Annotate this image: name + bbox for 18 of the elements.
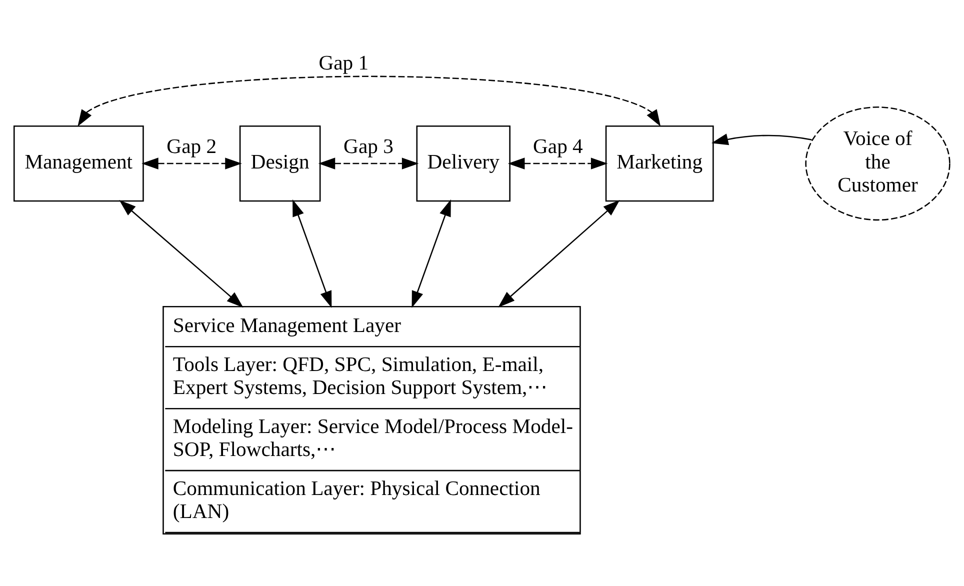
edge-label: Gap 1 [318, 52, 369, 74]
node-ellipse: Voice of the Customer [805, 106, 950, 220]
arrow [142, 157, 242, 169]
edge-label: Gap 3 [344, 135, 394, 158]
node-box: Management [13, 124, 144, 202]
edge-label: Gap 2 [166, 135, 217, 158]
arrow [412, 198, 451, 308]
arrow [508, 157, 608, 169]
arrow [292, 198, 332, 308]
arrow [711, 133, 812, 145]
edge-label: Gap 4 [532, 135, 583, 158]
arrow [119, 199, 244, 308]
arrow [318, 157, 419, 169]
arrow [78, 75, 661, 126]
node-box: Delivery [416, 124, 510, 202]
arrow [498, 199, 620, 307]
node-box: Design [239, 124, 321, 202]
node-box: Marketing [605, 124, 714, 202]
